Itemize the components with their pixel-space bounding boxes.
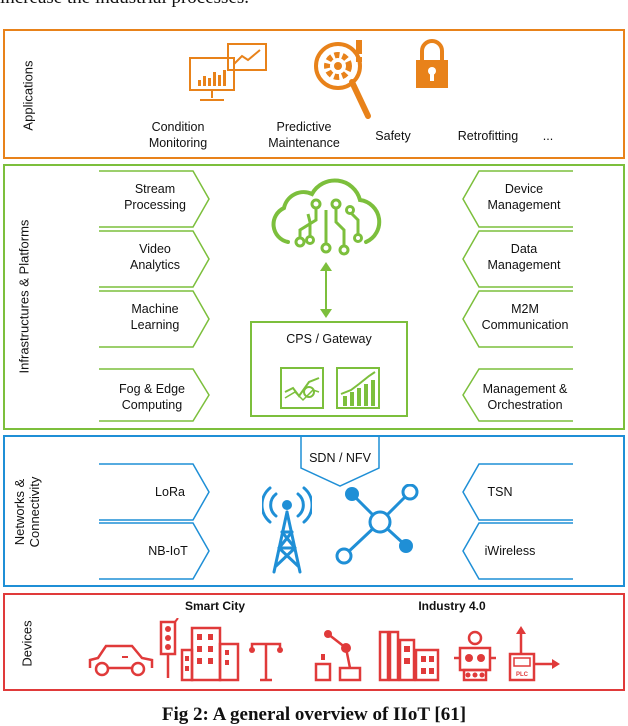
left-chevron-video	[99, 230, 210, 288]
net-nbiot: NB-IoT	[148, 544, 188, 558]
gateway-chart-icon-2	[336, 367, 380, 409]
padlock-icon	[416, 39, 448, 88]
top-text-fragment: increase the industrial processes.	[0, 0, 628, 9]
networks-label: Networks & Connectivity	[12, 462, 42, 562]
traffic-light-icon	[159, 618, 179, 678]
robot-icon	[454, 630, 496, 682]
infrastructures-label: Infrastructures & Platforms	[16, 219, 32, 374]
networks-label-line1: Networks &	[12, 478, 27, 546]
figure-caption: Fig 2: A general overview of IIoT [61]	[161, 704, 467, 725]
infrastructures-layer	[3, 164, 625, 430]
networks-layer	[3, 435, 625, 587]
car-icon	[88, 644, 154, 677]
infra-fog-edge-computing: Fog & Edge Computing	[118, 382, 185, 412]
net-lora: LoRa	[155, 485, 185, 499]
right-chevron-device	[462, 170, 573, 228]
smart-city-label: Smart City	[184, 599, 246, 613]
gear-magnifier-icon	[314, 40, 371, 119]
app-more: ...	[542, 129, 554, 143]
devices-label: Devices	[19, 620, 35, 667]
street-lamp-icon	[249, 642, 283, 682]
plc-text: PLC	[516, 672, 529, 678]
cloud-icon	[271, 178, 382, 256]
sdn-nfv-tab	[300, 436, 380, 487]
devices-layer	[3, 593, 625, 691]
plc-icon: PLC	[508, 626, 560, 682]
right-chevron-iwireless	[462, 522, 573, 580]
cps-gateway-label: CPS / Gateway	[286, 332, 372, 346]
network-hub-icon	[335, 484, 419, 565]
bidirectional-arrow	[320, 262, 332, 318]
networks-label-line2: Connectivity	[27, 476, 42, 548]
city-buildings-icon	[180, 626, 240, 682]
net-tsn: TSN	[487, 485, 513, 499]
robot-arm-icon	[314, 630, 362, 682]
app-predictive-maintenance: Predictive Maintenance	[268, 120, 340, 150]
right-chevron-tsn	[462, 463, 573, 521]
right-chevron-data	[462, 230, 573, 288]
left-chevron-fog	[99, 368, 210, 422]
sdn-nfv-label: SDN / NFV	[309, 451, 371, 465]
net-iwireless: iWireless	[484, 544, 536, 558]
infra-data-management: Data Management	[487, 242, 561, 272]
infra-machine-learning: Machine Learning	[130, 302, 180, 332]
infra-device-management: Device Management	[487, 182, 561, 212]
antenna-tower-icon	[262, 486, 312, 574]
left-chevron-ml	[99, 290, 210, 348]
infra-video-analytics: Video Analytics	[129, 242, 181, 272]
app-safety: Safety	[375, 129, 411, 143]
infra-management-orchestration: Management & Orchestration	[482, 382, 568, 412]
cps-gateway-box	[250, 321, 408, 417]
applications-layer	[3, 29, 625, 159]
infra-stream-processing: Stream Processing	[124, 182, 186, 212]
infra-m2m-communication: M2M Communication	[481, 302, 569, 332]
factory-icon	[378, 630, 440, 682]
right-chevron-m2m	[462, 290, 573, 348]
applications-label: Applications	[20, 60, 36, 131]
gateway-chart-icon-1	[280, 367, 324, 409]
app-condition-monitoring: Condition Monitoring	[148, 120, 208, 150]
right-chevron-orchestration	[462, 368, 573, 422]
left-chevron-nbiot	[99, 522, 210, 580]
industry-label: Industry 4.0	[418, 599, 486, 613]
app-retrofitting: Retrofitting	[457, 129, 519, 143]
left-chevron-stream	[99, 170, 210, 228]
monitoring-dashboard-icon	[189, 43, 267, 101]
left-chevron-lora	[99, 463, 210, 521]
